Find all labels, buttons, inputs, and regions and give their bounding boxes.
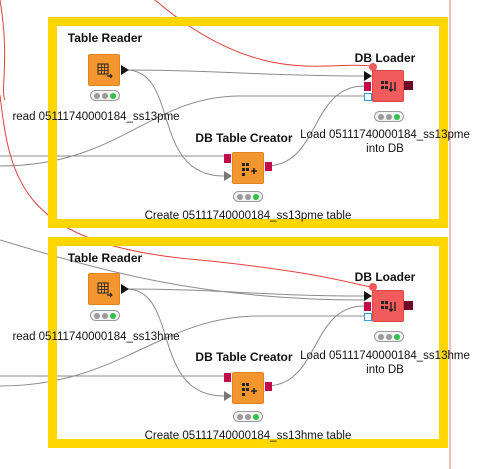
db-table-creator-db-output-port[interactable] bbox=[265, 162, 272, 171]
db-table-creator-node[interactable] bbox=[232, 152, 264, 184]
flow-variable-line bbox=[0, 0, 6, 101]
db-loader-data-input-port[interactable] bbox=[364, 71, 372, 81]
table-reader-node[interactable] bbox=[88, 273, 120, 305]
db-loader-data-input-port[interactable] bbox=[364, 291, 372, 301]
db-loader-label-line1: Load 05111740000184_ss13hme bbox=[300, 350, 470, 362]
db-load-icon bbox=[381, 301, 396, 312]
db-table-creator-db-input-port[interactable] bbox=[224, 154, 231, 163]
db-loader-node[interactable] bbox=[372, 290, 404, 322]
db-create-table-icon bbox=[242, 383, 257, 396]
annotation-group-1[interactable] bbox=[48, 17, 448, 228]
db-loader-connection-input-port[interactable] bbox=[364, 93, 372, 101]
data-connection bbox=[125, 69, 365, 77]
table-reader-output-port[interactable] bbox=[121, 284, 129, 294]
db-table-creator-title: DB Table Creator bbox=[195, 350, 293, 364]
db-loader-node[interactable] bbox=[372, 70, 404, 102]
db-create-table-icon bbox=[242, 163, 257, 176]
table-reader-output-port[interactable] bbox=[121, 65, 129, 75]
table-reader-status bbox=[90, 90, 120, 101]
db-table-creator-db-input-port[interactable] bbox=[224, 373, 231, 382]
table-reader-status bbox=[90, 310, 120, 321]
data-connection bbox=[265, 85, 365, 167]
flow-variable-line bbox=[0, 94, 371, 288]
db-loader-label-line2: into DB bbox=[366, 143, 404, 155]
db-loader-label: Load 05111740000184_ss13hme into DB bbox=[300, 349, 470, 377]
db-table-creator-status bbox=[233, 411, 263, 422]
db-table-creator-data-input-port[interactable] bbox=[224, 171, 232, 181]
db-loader-flow-variable-port[interactable] bbox=[369, 63, 377, 71]
db-loader-db-output-port[interactable] bbox=[404, 301, 413, 310]
db-loader-flow-variable-port[interactable] bbox=[369, 283, 377, 291]
flow-variable-line bbox=[154, 0, 371, 67]
data-connection bbox=[125, 288, 365, 297]
db-loader-db-input-port[interactable] bbox=[364, 82, 371, 91]
db-loader-label: Load 05111740000184_ss13pme into DB bbox=[300, 128, 470, 156]
db-table-creator-data-input-port[interactable] bbox=[224, 391, 232, 401]
db-loader-db-output-port[interactable] bbox=[404, 81, 413, 90]
db-loader-label-line1: Load 05111740000184_ss13pme bbox=[300, 129, 470, 141]
db-loader-label-line2: into DB bbox=[366, 364, 404, 376]
db-loader-connection-input-port[interactable] bbox=[364, 313, 372, 321]
data-connection bbox=[0, 239, 365, 301]
table-reader-title: Table Reader bbox=[67, 31, 143, 45]
db-load-icon bbox=[381, 81, 396, 92]
table-reader-label: read 05111740000184_ss13pme bbox=[12, 111, 180, 123]
table-reader-node[interactable] bbox=[88, 54, 120, 86]
table-read-icon bbox=[97, 63, 113, 79]
db-table-creator-node[interactable] bbox=[232, 372, 264, 404]
db-table-creator-label: Create 05111740000184_ss13pme table bbox=[144, 210, 352, 222]
db-loader-status bbox=[374, 331, 404, 342]
db-table-creator-db-output-port[interactable] bbox=[265, 382, 272, 391]
db-table-creator-title: DB Table Creator bbox=[195, 131, 293, 145]
table-reader-label: read 05111740000184_ss13hme bbox=[12, 331, 180, 343]
annotation-group-2[interactable] bbox=[48, 237, 448, 448]
data-connection bbox=[265, 305, 365, 387]
db-loader-db-input-port[interactable] bbox=[364, 302, 371, 311]
table-reader-title: Table Reader bbox=[67, 251, 143, 265]
db-loader-title: DB Loader bbox=[354, 51, 416, 65]
data-connection bbox=[125, 288, 225, 397]
db-table-creator-status bbox=[233, 191, 263, 202]
data-connection bbox=[125, 69, 225, 177]
db-table-creator-label: Create 05111740000184_ss13hme table bbox=[144, 430, 352, 442]
table-read-icon bbox=[97, 282, 113, 298]
db-loader-status bbox=[374, 111, 404, 122]
data-connection bbox=[0, 95, 364, 167]
db-loader-title: DB Loader bbox=[354, 270, 416, 284]
data-connection bbox=[0, 315, 364, 387]
